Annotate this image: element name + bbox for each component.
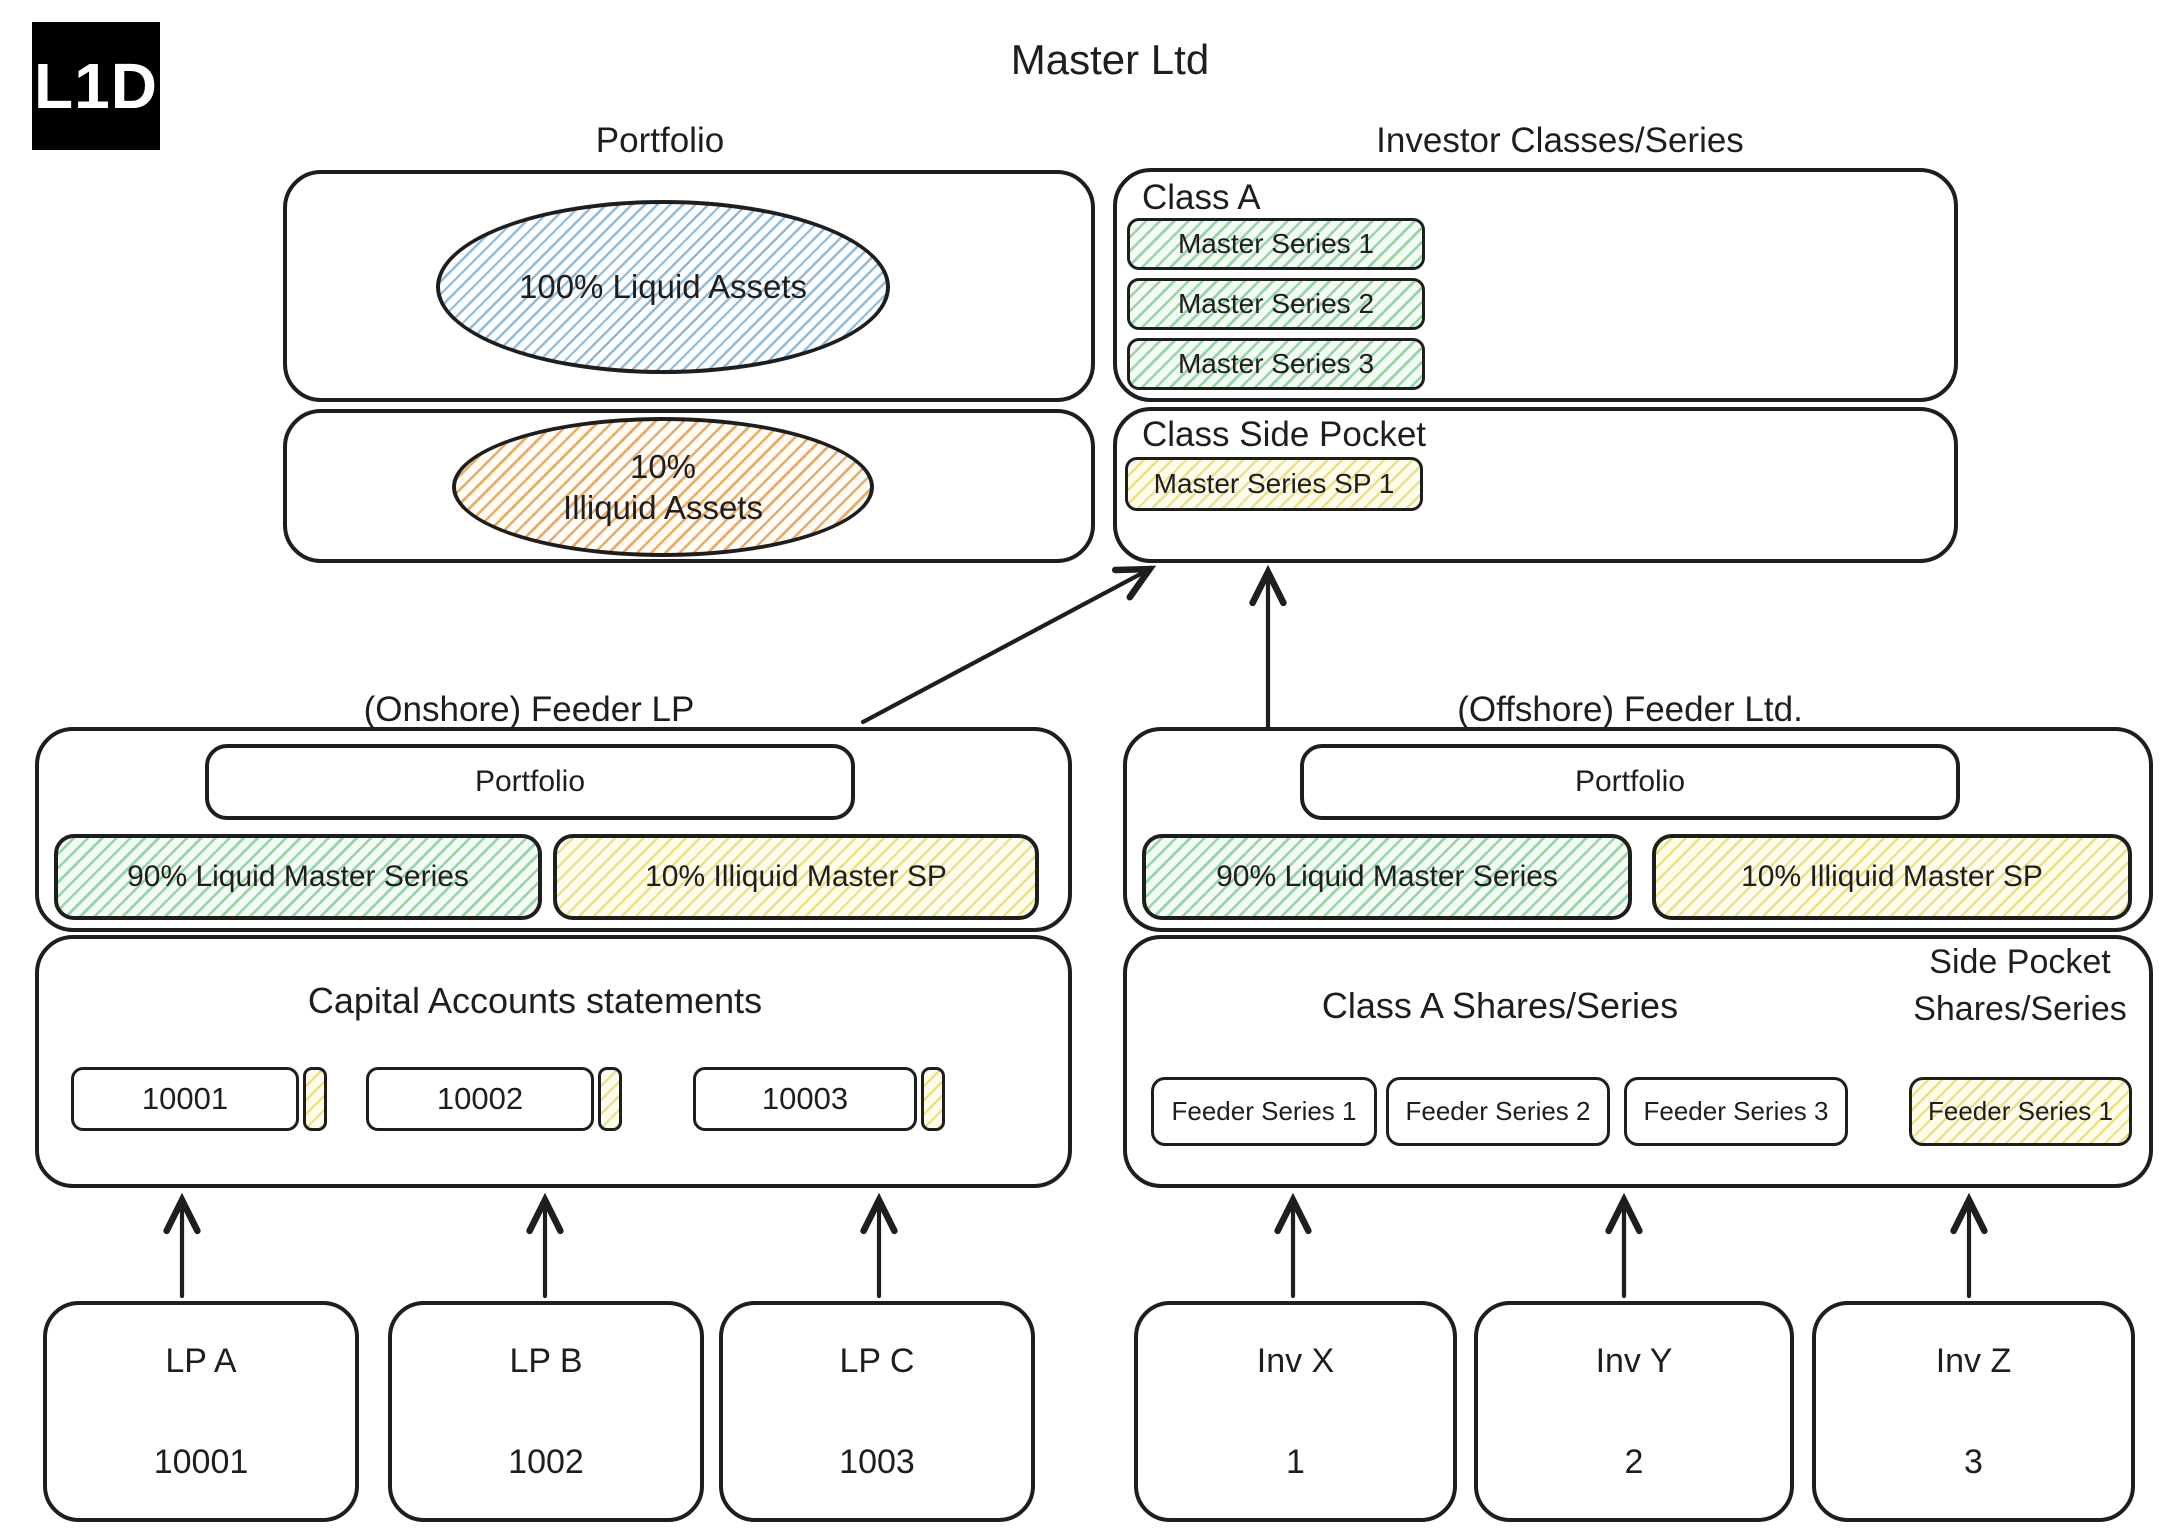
side-pocket-shares-label-line2: Shares/Series — [1913, 990, 2127, 1028]
liquid-assets-text: 100% Liquid Assets — [518, 268, 808, 306]
capital-accounts-title: Capital Accounts statements — [307, 980, 763, 1021]
master-series-2-label: Master Series 2 — [1177, 288, 1375, 319]
offshore-illiquid-box: 10% Illiquid Master SP — [1652, 834, 2132, 920]
l1d-logo: L1D — [32, 22, 160, 150]
master-series-2-box: Master Series 2 — [1127, 278, 1425, 330]
feeder-series-3-label: Feeder Series 3 — [1643, 1096, 1829, 1126]
investor-lp-a-number: 10001 — [153, 1442, 249, 1481]
investor-lp-c-number: 1003 — [839, 1442, 915, 1481]
side-pocket-shares-label-line1: Side Pocket — [1929, 943, 2111, 981]
account-10002-sp-tab — [598, 1067, 622, 1131]
account-10003-box: 10003 — [693, 1067, 917, 1131]
account-10003-label: 10003 — [761, 1081, 849, 1116]
master-series-sp1-label: Master Series SP 1 — [1153, 468, 1395, 499]
investor-lp-c-box: LP C 1003 — [719, 1301, 1035, 1522]
feeder-series-sp1-label: Feeder Series 1 — [1928, 1096, 2113, 1126]
investor-lp-c-name: LP C — [839, 1341, 915, 1380]
investor-lp-a-name: LP A — [165, 1341, 237, 1380]
illiquid-assets-text-line1: 10% — [629, 447, 697, 485]
investor-inv-z-number: 3 — [1964, 1442, 1983, 1481]
class-a-label: Class A — [1142, 178, 1261, 217]
master-portfolio-label: Portfolio — [595, 121, 725, 160]
offshore-illiquid-label: 10% Illiquid Master SP — [1741, 860, 2043, 893]
offshore-liquid-label: 90% Liquid Master Series — [1216, 860, 1558, 893]
illiquid-assets-ellipse: 10% Illiquid Assets — [452, 417, 874, 557]
master-series-1-box: Master Series 1 — [1127, 218, 1425, 270]
investor-inv-y-number: 2 — [1624, 1442, 1644, 1481]
illiquid-assets-text-line2: Illiquid Assets — [563, 489, 763, 526]
offshore-portfolio-box: Portfolio — [1300, 744, 1960, 820]
arrow-onshore-to-side-pocket — [860, 565, 1157, 725]
offshore-class-a-shares-label: Class A Shares/Series — [1321, 985, 1679, 1026]
investor-inv-z-box: Inv Z 3 — [1812, 1301, 2135, 1522]
master-series-3-label: Master Series 3 — [1177, 348, 1375, 379]
offshore-liquid-box: 90% Liquid Master Series — [1142, 834, 1632, 920]
account-10003-sp-tab — [921, 1067, 945, 1131]
master-series-1-label: Master Series 1 — [1177, 228, 1375, 259]
master-title: Master Ltd — [1010, 36, 1210, 83]
account-10001-label: 10001 — [141, 1081, 229, 1116]
feeder-series-1-box: Feeder Series 1 — [1151, 1077, 1377, 1146]
offshore-feeder-title: (Offshore) Feeder Ltd. — [1457, 690, 1803, 729]
feeder-series-1-label: Feeder Series 1 — [1171, 1096, 1357, 1126]
onshore-liquid-label: 90% Liquid Master Series — [127, 860, 469, 893]
investor-lp-b-name: LP B — [509, 1341, 583, 1380]
investor-inv-y-name: Inv Y — [1595, 1341, 1673, 1380]
feeder-series-2-box: Feeder Series 2 — [1386, 1077, 1610, 1146]
feeder-series-3-box: Feeder Series 3 — [1624, 1077, 1848, 1146]
master-series-3-box: Master Series 3 — [1127, 338, 1425, 390]
investor-lp-b-box: LP B 1002 — [388, 1301, 704, 1522]
investor-inv-z-name: Inv Z — [1935, 1341, 2012, 1380]
investor-inv-y-box: Inv Y 2 — [1474, 1301, 1794, 1522]
account-10002-label: 10002 — [436, 1081, 524, 1116]
investor-inv-x-box: Inv X 1 — [1134, 1301, 1457, 1522]
investor-lp-b-number: 1002 — [508, 1442, 584, 1481]
feeder-series-2-label: Feeder Series 2 — [1405, 1096, 1591, 1126]
onshore-liquid-box: 90% Liquid Master Series — [54, 834, 542, 920]
feeder-series-sp1-box: Feeder Series 1 — [1909, 1077, 2132, 1146]
investor-lp-a-box: LP A 10001 — [43, 1301, 359, 1522]
investor-classes-label: Investor Classes/Series — [1376, 121, 1744, 160]
account-10001-sp-tab — [303, 1067, 327, 1131]
master-series-sp1-box: Master Series SP 1 — [1125, 457, 1423, 511]
account-10001-box: 10001 — [71, 1067, 299, 1131]
liquid-assets-ellipse: 100% Liquid Assets — [436, 200, 890, 374]
capital-accounts-box — [35, 935, 1072, 1188]
account-10002-box: 10002 — [366, 1067, 594, 1131]
onshore-feeder-title: (Onshore) Feeder LP — [363, 690, 695, 729]
investor-inv-x-name: Inv X — [1256, 1341, 1335, 1380]
offshore-portfolio-label: Portfolio — [1574, 765, 1686, 798]
class-side-pocket-label: Class Side Pocket — [1142, 415, 1427, 454]
onshore-illiquid-box: 10% Illiquid Master SP — [553, 834, 1039, 920]
investor-inv-x-number: 1 — [1286, 1442, 1305, 1481]
onshore-illiquid-label: 10% Illiquid Master SP — [645, 860, 947, 893]
onshore-portfolio-label: Portfolio — [474, 765, 586, 798]
onshore-portfolio-box: Portfolio — [205, 744, 855, 820]
